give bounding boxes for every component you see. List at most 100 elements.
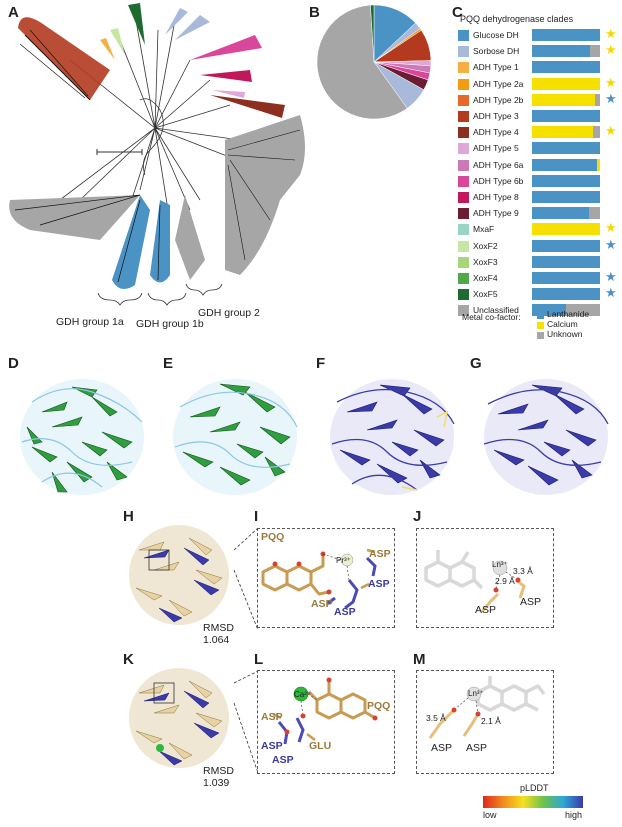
cofactor-segment-lanthanide: [532, 61, 600, 74]
plddt-title: pLDDT: [520, 783, 549, 793]
clade-row: ADH Type 9: [458, 207, 618, 220]
clade-name: Glucose DH: [473, 30, 519, 40]
lanthanide-label: Lanthanide: [547, 309, 590, 319]
gdh-group-1a-label: GDH group 1a: [56, 316, 124, 328]
asp-label-m-1: ASP: [431, 742, 453, 754]
clade-name: ADH Type 6a: [473, 159, 524, 170]
structure-f: [330, 379, 455, 495]
active-site-m: [428, 676, 546, 739]
cofactor-segment-lanthanide: [532, 110, 600, 122]
ion-label-j: Ln³⁺: [492, 560, 508, 569]
zoom-lines-h: [233, 527, 259, 631]
structure-g: [483, 379, 609, 495]
cofactor-bar: [532, 110, 600, 122]
asp-label-j-2: ASP: [520, 596, 542, 608]
clade-swatch: [458, 192, 469, 203]
clade-swatch: [458, 127, 469, 139]
structure-star-icon: ★: [605, 42, 617, 58]
clade-row: XoxF5★: [458, 286, 618, 301]
ion-label-l: Ca²⁺: [294, 690, 312, 699]
cofactor-bar: [532, 239, 600, 252]
clade-name: ADH Type 5: [473, 143, 519, 154]
asp-label-i-4: ASP: [334, 606, 356, 618]
asp-label-j-1: ASP: [475, 604, 497, 616]
cofactor-segment-lanthanide: [532, 142, 600, 155]
glu-label-l: GLU: [309, 740, 332, 752]
clade-row: ADH Type 6b: [458, 174, 618, 188]
cofactor-bar: [532, 158, 600, 171]
clade-row: ADH Type 4★: [458, 123, 618, 139]
clade-name: ADH Type 9: [473, 208, 519, 219]
clade-name: XoxF4: [473, 273, 498, 283]
calcium-label: Calcium: [547, 319, 578, 329]
structure-star-icon: ★: [605, 236, 617, 252]
cofactor-bar: [532, 272, 600, 284]
cofactor-segment-lanthanide: [532, 45, 591, 58]
rmsd-k-label: RMSD: [203, 765, 234, 777]
cofactor-bar: [532, 174, 600, 187]
cofactor-bar: [532, 29, 600, 41]
clade-row: ADH Type 1: [458, 61, 618, 74]
active-site-l: [272, 677, 378, 745]
rmsd-h-value: 1.064: [203, 634, 230, 646]
clade-swatch: [458, 159, 469, 171]
rmsd-k-value: 1.039: [203, 777, 230, 789]
panel-label-k: K: [123, 651, 134, 668]
clade-name: XoxF5: [473, 289, 498, 300]
structure-star-icon: ★: [605, 74, 617, 90]
cofactor-bar: [532, 93, 600, 106]
asp-label-i-2: ASP: [368, 578, 390, 590]
cofactor-bar: [532, 61, 600, 74]
clade-row: ADH Type 8: [458, 191, 618, 204]
ion-label-m: Ln³⁺: [468, 689, 484, 698]
clade-name: ADH Type 3: [473, 111, 519, 121]
clade-name: ADH Type 8: [473, 192, 519, 202]
asp-label-i-3: ASP: [311, 598, 333, 610]
panel-label-b: B: [309, 4, 320, 21]
cofactor-bar: [532, 223, 600, 236]
clade-swatch: [458, 78, 469, 90]
cofactor-segment-unknown: [589, 207, 600, 220]
clade-name: XoxF3: [473, 256, 498, 267]
clade-name: ADH Type 1: [473, 62, 519, 73]
distance-label-m-1: 3.5 Å: [426, 713, 446, 723]
clade-swatch: [458, 30, 469, 41]
panel-label-d: D: [8, 355, 19, 372]
pqq-label-l: PQQ: [367, 700, 391, 712]
panel-label-a: A: [8, 4, 19, 21]
gdh-group-2-label: GDH group 2: [198, 307, 260, 319]
rmsd-h-label: RMSD: [203, 622, 234, 634]
cofactor-bar: [532, 77, 600, 90]
panel-m-frame: [416, 670, 554, 774]
clade-swatch: [458, 46, 469, 58]
clade-name: MxaF: [473, 224, 495, 235]
clade-row: ADH Type 2b★: [458, 91, 618, 107]
cofactor-bar: [532, 288, 600, 301]
cofactor-segment-unknown: [593, 126, 600, 139]
cofactor-segment-lanthanide: [532, 272, 600, 284]
clade-row: ADH Type 2a★: [458, 74, 618, 91]
active-site-j: [424, 550, 526, 613]
cofactor-segment-lanthanide: [532, 174, 600, 187]
plddt-colorbar: [483, 796, 583, 808]
distance-label-j-1: 3.3 Å: [513, 566, 533, 576]
panel-label-m: M: [413, 651, 426, 668]
structure-overlay-h: [129, 525, 229, 625]
structure-star-icon: ★: [605, 220, 617, 236]
cofactor-segment-calcium: [532, 126, 594, 139]
clade-row: XoxF4★: [458, 270, 618, 285]
phylogenetic-tree: [9, 3, 305, 306]
metal-legend-title: Metal co-factor:: [462, 312, 521, 322]
structure-star-icon: ★: [605, 123, 617, 139]
clade-row: XoxF3: [458, 255, 618, 269]
clade-swatch: [458, 62, 469, 74]
cofactor-segment-lanthanide: [532, 158, 598, 171]
clade-name: ADH Type 2b: [473, 94, 524, 105]
cofactor-segment-calcium: [597, 158, 600, 171]
cofactor-segment-calcium: [532, 93, 595, 106]
cofactor-segment-unknown: [594, 93, 600, 106]
cofactor-segment-lanthanide: [532, 191, 600, 203]
cofactor-segment-lanthanide: [532, 255, 600, 268]
panel-label-j: J: [413, 508, 422, 525]
asp-label-l-1: ASP: [261, 711, 283, 723]
